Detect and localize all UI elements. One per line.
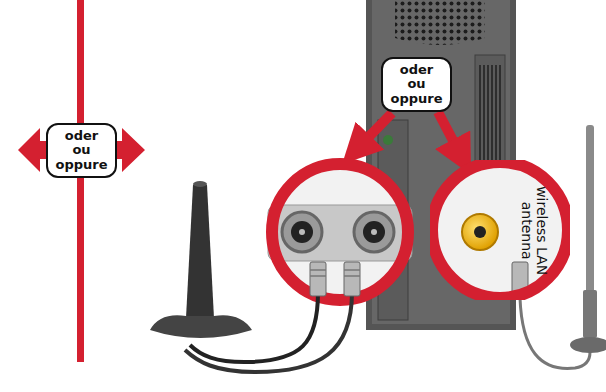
- coax-jacks-closeup: [268, 164, 412, 300]
- dual-antenna: [150, 181, 360, 372]
- alternative-text: oder ou oppure: [390, 63, 442, 106]
- divider-line: [18, 0, 145, 362]
- closeup-ring: [430, 160, 570, 300]
- connector-closeup: wireless LAN antenna: [430, 160, 570, 300]
- pointer-arrow: [356, 113, 392, 150]
- alternative-box: oder ou oppure: [46, 123, 117, 178]
- alternative-text: oder ou oppure: [55, 129, 107, 172]
- port-label: wireless LAN antenna: [519, 178, 548, 282]
- alternative-box: oder ou oppure: [381, 57, 452, 112]
- pointer-arrow: [438, 112, 462, 157]
